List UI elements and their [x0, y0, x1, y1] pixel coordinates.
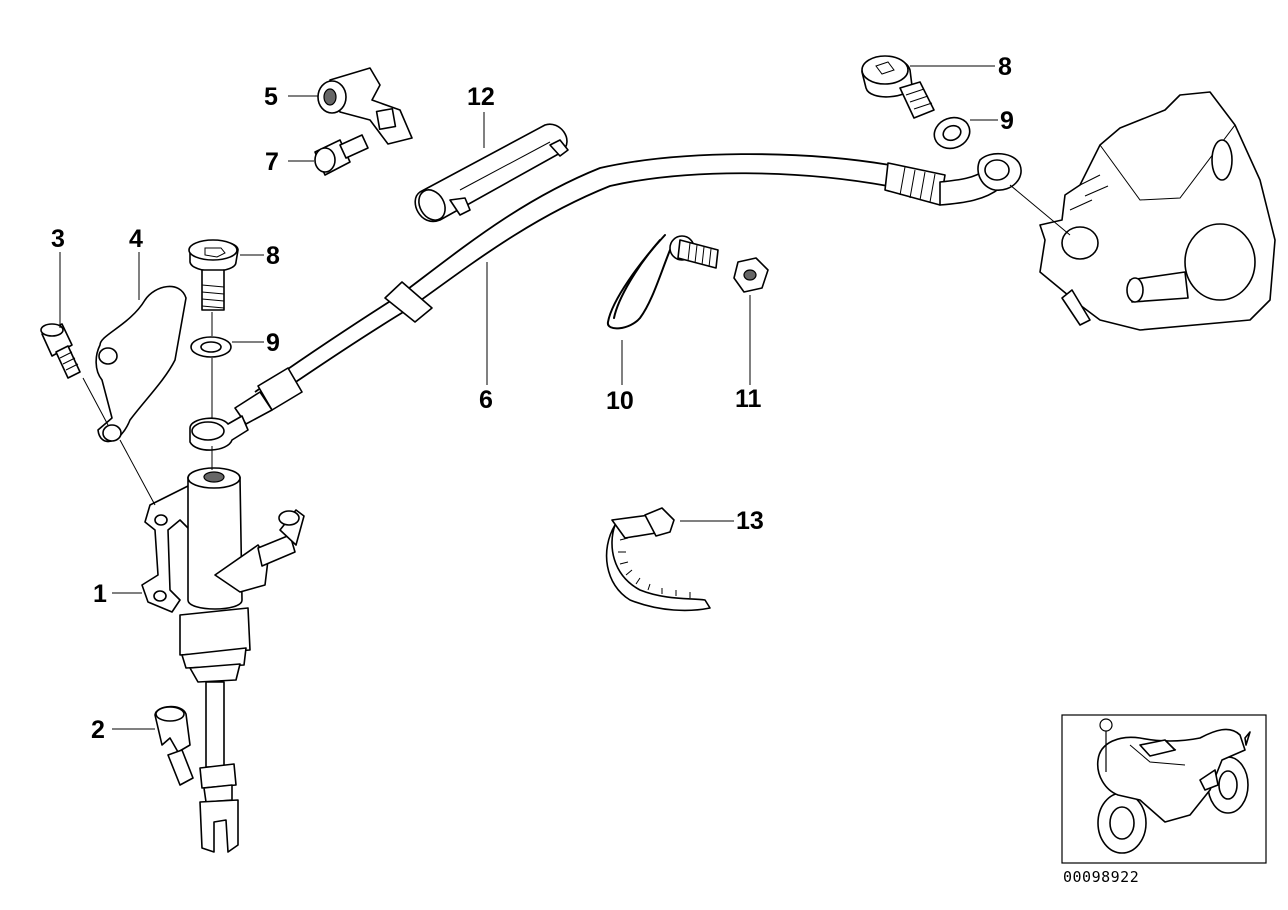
callout-10: 10 [606, 387, 634, 415]
part-1-master-cylinder[interactable] [141, 467, 305, 853]
callout-9-right: 9 [1000, 107, 1014, 135]
part-7-screw[interactable] [314, 134, 369, 176]
callout-4: 4 [129, 225, 143, 253]
part-3-screw[interactable] [40, 323, 81, 379]
drawing-number: 00098922 [1063, 868, 1139, 886]
part-2-clip[interactable] [154, 705, 194, 786]
leader-lines [59, 65, 1071, 730]
part-12-sleeve[interactable] [414, 123, 569, 225]
callout-7: 7 [265, 148, 279, 176]
part-13-cable-tie[interactable] [605, 507, 711, 612]
callout-2: 2 [91, 716, 105, 744]
callout-8-left: 8 [266, 242, 280, 270]
part-11-bolt-nut[interactable] [669, 235, 769, 293]
callout-3: 3 [51, 225, 65, 253]
part-4-plate[interactable] [95, 285, 187, 443]
callout-12: 12 [467, 83, 495, 111]
motorcycle-inset [1061, 714, 1267, 864]
part-10-spring-clip[interactable] [607, 234, 671, 330]
part-9-washer-left[interactable] [190, 336, 232, 358]
callout-13: 13 [736, 507, 764, 535]
engine-housing [1039, 91, 1276, 331]
callout-5: 5 [264, 83, 278, 111]
part-5-bracket[interactable] [317, 67, 413, 145]
callout-11: 11 [735, 385, 762, 413]
callout-8-right: 8 [998, 53, 1012, 81]
part-9-washer-right[interactable] [930, 113, 974, 154]
part-8-banjo-bolt-left[interactable] [188, 239, 239, 311]
callout-9-left: 9 [266, 329, 280, 357]
callout-1: 1 [93, 580, 107, 608]
part-8-banjo-bolt-right[interactable] [861, 55, 935, 119]
part-6-hose[interactable] [189, 152, 1022, 451]
callout-6: 6 [479, 386, 493, 414]
callout-labels: 1 2 3 4 5 6 7 8 8 9 9 10 11 12 13 [51, 53, 1014, 744]
